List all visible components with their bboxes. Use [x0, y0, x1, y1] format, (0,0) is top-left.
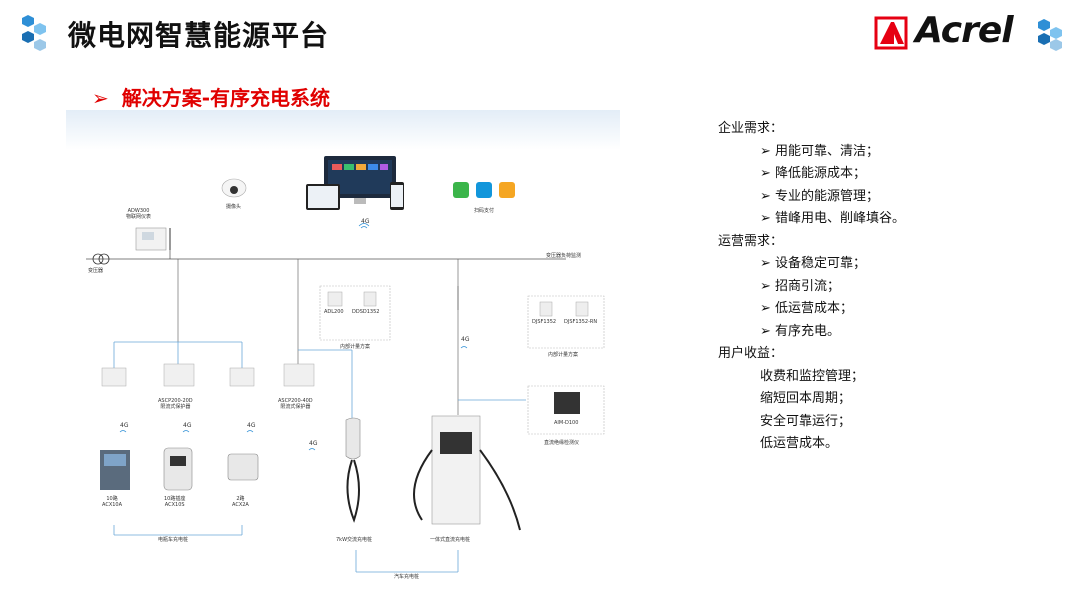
enterprise-title: 企业需求： [718, 121, 784, 136]
charging-system-diagram: ADW300 物联网仪表 变压器 摄像头 扫码支付 变压器负荷监测 ADL200… [66, 110, 620, 590]
awd-desc-label: 直流绝缘检测仪 [544, 440, 580, 446]
4g-label: 4G [247, 422, 256, 429]
platform-screens-icon [306, 156, 404, 210]
arrow-bullet-icon: ➢ [760, 256, 771, 271]
arrow-bullet-icon: ➢ [760, 143, 771, 159]
arrow-bullet-icon: ➢ [92, 86, 109, 110]
transformer-icon [92, 253, 104, 265]
dc-charging-pile-icon [413, 415, 521, 531]
ascp-mid-label: ASCP200-40D 限流式保护器 [278, 398, 313, 410]
4g-label: 4G [361, 218, 370, 225]
arrow-bullet-icon: ➢ [760, 278, 771, 294]
hexagon-logo-icon [22, 15, 46, 51]
section-subtitle-text: 解决方案-有序充电系统 [121, 86, 331, 110]
ebike-charger-icons [100, 447, 259, 491]
adl200-label: ADL200 [324, 309, 344, 315]
dc-meter-label: 内部计量方案 [548, 352, 579, 358]
requirements-panel: 企业需求： ➢ 用能可靠、清洁； ➢ 降低能源成本； ➢ 专业的能源管理； ➢ … [718, 118, 1058, 456]
camera-label: 摄像头 [226, 204, 242, 210]
diagram-svg [66, 110, 620, 573]
dc-pile-label: 一体式直流充电桩 [430, 537, 471, 543]
ebike-label: 电瓶车充电桩 [158, 537, 189, 543]
ascp-left-label: ASCP200-20D 限流式保护器 [158, 398, 193, 410]
list-item: ➢ 有序充电。 [760, 323, 841, 339]
list-item: ➢ 设备稳定可靠； [760, 256, 867, 271]
list-item: 安全可靠运行； [760, 413, 852, 429]
acx10a-label: 10路 ACX10A [102, 496, 123, 508]
ac-pile-label: 7kW交流充电桩 [336, 537, 373, 543]
transformer-label: 变压器 [88, 268, 104, 274]
list-item: 收费和监控管理； [760, 368, 865, 384]
4g-label: 4G [183, 422, 192, 429]
list-item: ➢ 错峰用电、削峰填谷。 [760, 211, 906, 226]
page-title: 微电网智慧能源平台 [68, 19, 330, 52]
list-item: ➢ 降低能源成本； [760, 166, 867, 181]
section-subtitle: ➢ 解决方案-有序充电系统 [92, 82, 330, 111]
arrow-bullet-icon: ➢ [760, 188, 771, 204]
arrow-bullet-icon: ➢ [760, 211, 771, 226]
operation-title: 运营需求： [718, 233, 784, 249]
list-item: 低运营成本。 [760, 436, 839, 451]
gateway-label: ADW300 物联网仪表 [126, 208, 152, 220]
gateway-device-icon [135, 227, 171, 259]
brand-name: Acrel [915, 10, 1014, 51]
list-item: ➢ 招商引流； [760, 278, 841, 294]
list-item: ➢ 专业的能源管理； [760, 188, 880, 204]
camera-icon [221, 178, 247, 198]
ac-charging-pile-icon [345, 417, 361, 523]
arrow-bullet-icon: ➢ [760, 323, 771, 339]
djsf1-label: DJSF1352 [532, 319, 557, 325]
list-item: 缩短回本周期； [760, 391, 852, 406]
dds1352-label: DDSD1352 [352, 309, 380, 315]
arrow-bullet-icon: ➢ [760, 166, 771, 181]
car-label: 汽车充电桩 [394, 574, 420, 580]
list-item: ➢ 用能可靠、清洁； [760, 143, 880, 159]
4g-label: 4G [309, 440, 318, 447]
4g-label: 4G [461, 336, 470, 343]
acrel-logo [874, 16, 1062, 51]
monitor-line-label: 变压器负荷监测 [546, 253, 582, 259]
4g-label: 4G [120, 422, 129, 429]
arrow-bullet-icon: ➢ [760, 301, 771, 316]
payment-icons [453, 182, 515, 198]
payment-label: 扫码支付 [474, 208, 495, 214]
user-title: 用户收益： [718, 346, 784, 361]
acx10s-label: 10路插座 ACX10S [164, 496, 186, 508]
awd-label: AIM-D100 [554, 420, 579, 426]
ac-meter-label: 内部计量方案 [340, 344, 371, 350]
list-item: ➢ 低运营成本； [760, 301, 854, 316]
djsf2-label: DJSF1352-RN [564, 319, 598, 325]
acx2a-label: 2路 ACX2A [232, 496, 249, 508]
